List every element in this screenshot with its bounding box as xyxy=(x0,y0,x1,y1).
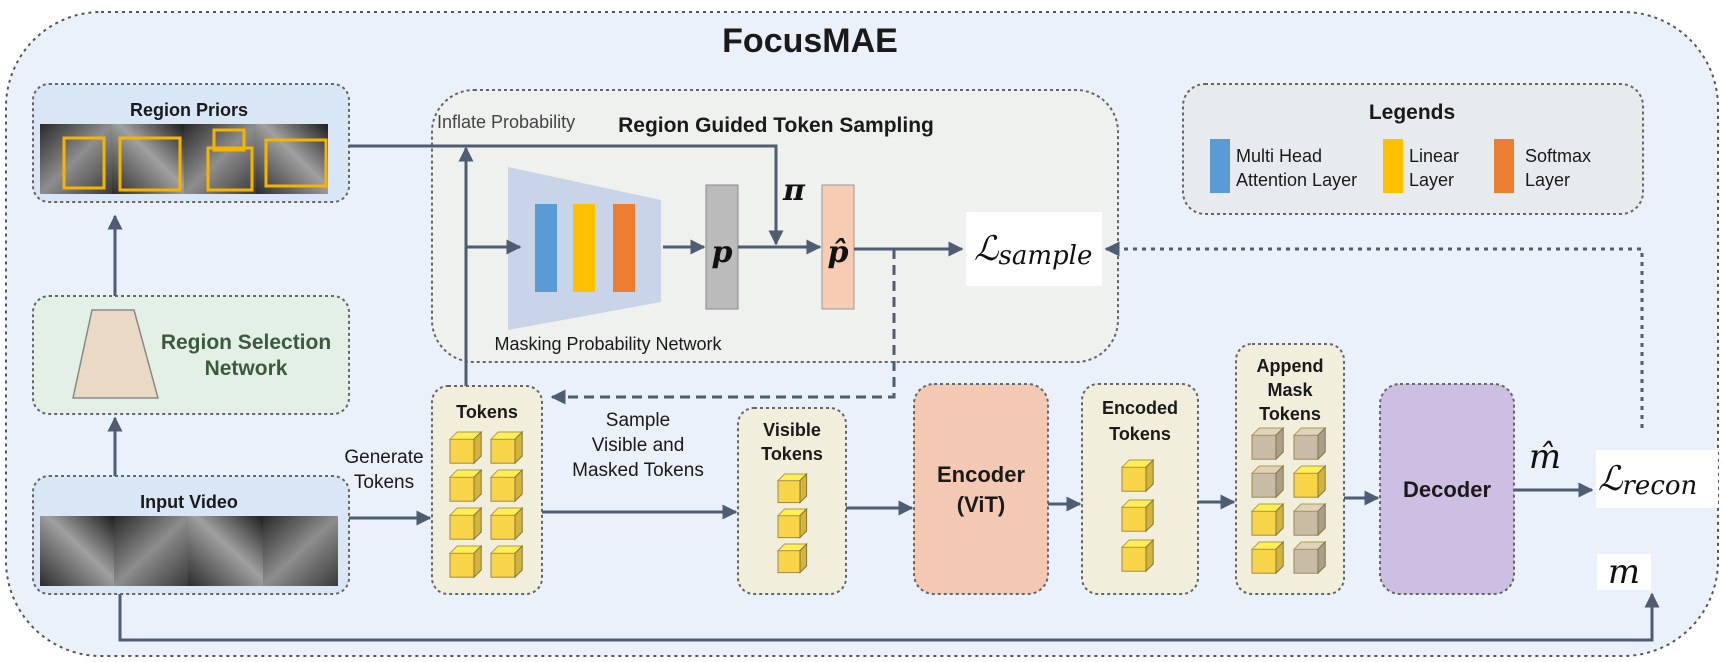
encoded-cube-column xyxy=(1120,458,1155,573)
legend-softmax-line1: Softmax xyxy=(1525,146,1591,166)
region-selection-network-shape xyxy=(72,309,159,399)
m-symbol-box xyxy=(1597,554,1651,590)
generate-tokens-line1: Generate xyxy=(344,447,423,468)
diagram-title: FocusMAE xyxy=(722,22,898,60)
encoded-tokens-line1: Encoded xyxy=(1102,398,1178,418)
legend-swatch-softmax xyxy=(1494,139,1514,193)
mask-token-cube xyxy=(1292,502,1327,537)
legend-mha-line2: Attention Layer xyxy=(1236,170,1357,190)
sample-label-line3: Masked Tokens xyxy=(572,460,704,481)
encoded-token-cube xyxy=(1120,538,1155,573)
arrow-sample-dashed xyxy=(550,249,896,405)
visible-cube-column xyxy=(776,472,808,574)
p-bar xyxy=(705,184,739,310)
append-cube-grid xyxy=(1250,426,1327,575)
loss-sample: ℒsample xyxy=(974,229,1092,271)
region-priors-label: Region Priors xyxy=(130,100,248,120)
visible-tokens-line1: Visible xyxy=(763,420,821,440)
legend-linear-line1: Linear xyxy=(1409,146,1459,166)
legend-softmax-line2: Layer xyxy=(1525,170,1570,190)
mask-token-cube xyxy=(1292,426,1327,461)
m-hat-symbol: m̂ xyxy=(1529,437,1561,477)
p-symbol: p xyxy=(712,235,733,270)
mask-token-cube xyxy=(1292,540,1327,575)
encoded-token-cube xyxy=(1120,498,1155,533)
inflate-probability-label: Inflate Probability xyxy=(437,112,575,132)
encoded-tokens-line2: Tokens xyxy=(1109,424,1171,444)
token-cube xyxy=(448,430,483,465)
bbox-overlays xyxy=(62,128,328,192)
visible-token-cube xyxy=(776,542,808,574)
encoded-token-cube xyxy=(1250,540,1285,575)
arrow-bottom-m-path xyxy=(118,592,1660,642)
loss-sample-box xyxy=(966,212,1102,286)
legend-mha-line1: Multi Head xyxy=(1236,146,1322,166)
token-cube xyxy=(489,506,524,541)
flow-arrows xyxy=(118,144,1660,642)
legend-swatch-mha xyxy=(1210,139,1230,193)
encoder-line2: (ViT) xyxy=(957,492,1005,517)
token-cube xyxy=(489,430,524,465)
sample-label-line1: Sample xyxy=(606,410,670,431)
sample-label-line2: Visible and xyxy=(592,435,685,456)
tokens-cube-grid xyxy=(448,430,524,579)
mask-token-cube xyxy=(1250,464,1285,499)
legend-panel xyxy=(1182,83,1644,215)
mask-token-cube xyxy=(1250,426,1285,461)
region-priors-images xyxy=(40,124,328,194)
linear-layer-block xyxy=(573,204,595,292)
rgts-title: Region Guided Token Sampling xyxy=(618,114,934,137)
token-cube xyxy=(448,506,483,541)
generate-tokens-line2: Tokens xyxy=(354,472,414,493)
encoder-block xyxy=(913,383,1049,595)
token-cube xyxy=(448,468,483,503)
arrow-priors-to-pi xyxy=(349,144,784,246)
append-mask-line2: Mask xyxy=(1267,380,1313,400)
append-mask-line1: Append xyxy=(1257,356,1324,376)
masking-network-label: Masking Probability Network xyxy=(494,334,722,354)
p-hat-bar xyxy=(821,184,855,310)
input-video-label: Input Video xyxy=(140,492,238,512)
tokens-label: Tokens xyxy=(456,402,518,422)
mha-layer-block xyxy=(535,204,557,292)
encoder-line1: Encoder xyxy=(937,462,1025,487)
append-mask-line3: Tokens xyxy=(1259,404,1321,424)
visible-tokens-line2: Tokens xyxy=(761,444,823,464)
encoded-token-cube xyxy=(1120,458,1155,493)
decoder-label: Decoder xyxy=(1403,477,1491,502)
token-cube xyxy=(448,544,483,579)
encoded-token-cube xyxy=(1250,502,1285,537)
region-selection-label-line2: Network xyxy=(205,357,288,380)
input-video-frames xyxy=(40,516,338,586)
encoded-token-cube xyxy=(1292,464,1327,499)
m-symbol: m xyxy=(1608,552,1640,592)
softmax-layer-block xyxy=(613,204,635,292)
visible-token-cube xyxy=(776,507,808,539)
legend-title: Legends xyxy=(1369,101,1455,124)
loss-recon-box xyxy=(1596,450,1718,508)
p-hat-symbol: p̂ xyxy=(828,235,849,270)
region-selection-label-line1: Region Selection xyxy=(161,331,331,354)
legend-linear-line2: Layer xyxy=(1409,170,1454,190)
loss-recon: ℒrecon xyxy=(1598,459,1697,501)
pi-symbol: π xyxy=(782,173,806,208)
visible-token-cube xyxy=(776,472,808,504)
token-cube xyxy=(489,468,524,503)
token-cube xyxy=(489,544,524,579)
legend-swatch-linear xyxy=(1383,139,1403,193)
